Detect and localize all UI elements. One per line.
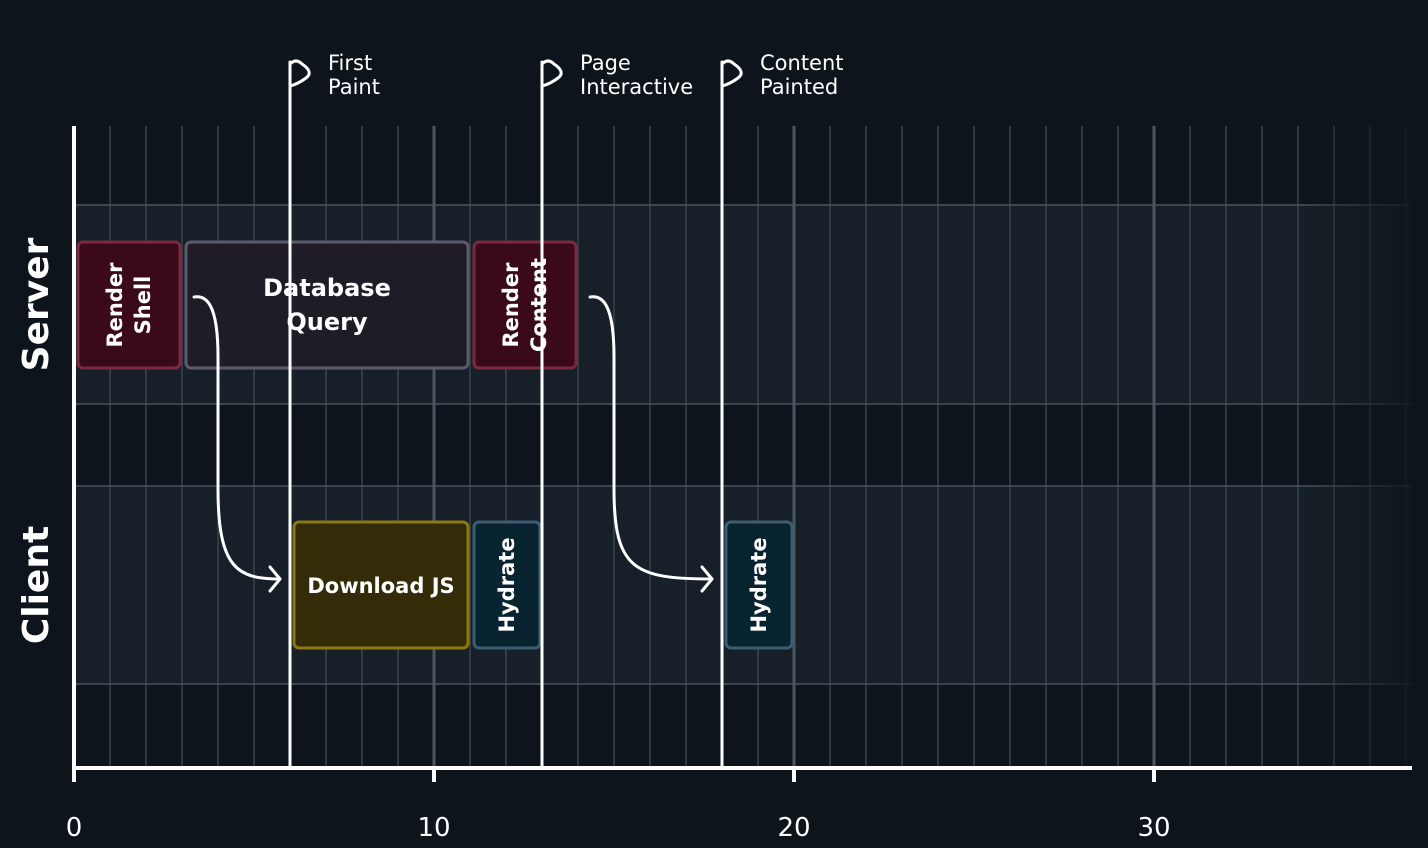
lane-label-client: Client bbox=[16, 526, 57, 644]
x-tick-label: 20 bbox=[777, 813, 810, 843]
arrow-path bbox=[192, 295, 282, 581]
right-fade bbox=[1300, 120, 1428, 770]
x-tick-label: 30 bbox=[1137, 813, 1170, 843]
x-tick-label: 10 bbox=[417, 813, 450, 843]
arrowhead-icon bbox=[700, 565, 714, 593]
task-label: Content bbox=[527, 258, 551, 352]
milestone-label: First bbox=[328, 51, 372, 75]
task-box bbox=[724, 520, 794, 650]
flag-icon bbox=[540, 59, 563, 88]
task-label: Database bbox=[263, 274, 391, 302]
milestone-label: Content bbox=[760, 51, 844, 75]
flag-icon bbox=[288, 59, 311, 88]
task-label: Query bbox=[286, 308, 368, 336]
task-hydrate-2: Hydrate bbox=[724, 520, 794, 650]
milestone-label: Painted bbox=[760, 75, 838, 99]
task-box bbox=[76, 240, 182, 370]
arrow-shell-to-download bbox=[192, 295, 282, 593]
task-label: Hydrate bbox=[747, 537, 771, 632]
arrow-content-to-hydrate bbox=[588, 295, 714, 593]
task-label: Hydrate bbox=[495, 537, 519, 632]
arrowhead-icon bbox=[268, 565, 282, 593]
task-hydrate-1: Hydrate bbox=[472, 520, 542, 650]
task-label: Shell bbox=[131, 276, 155, 335]
task-label: Render bbox=[103, 262, 127, 348]
flag-icon bbox=[720, 59, 743, 88]
milestone-label: Interactive bbox=[580, 75, 693, 99]
arrow-path bbox=[588, 295, 714, 581]
milestone-label: Page bbox=[580, 51, 631, 75]
milestone-label: Paint bbox=[328, 75, 380, 99]
task-label: Download JS bbox=[307, 574, 454, 598]
time-axis: 0 10 20 30 bbox=[66, 126, 1412, 843]
task-box bbox=[472, 520, 542, 650]
task-download-js: Download JS bbox=[292, 520, 470, 650]
dependency-arrows bbox=[192, 295, 714, 593]
lane-label-server: Server bbox=[16, 237, 57, 371]
task-label: Render bbox=[499, 262, 523, 348]
x-tick-label: 0 bbox=[66, 813, 83, 843]
task-box bbox=[292, 520, 470, 650]
task-box bbox=[472, 240, 578, 370]
task-box bbox=[184, 240, 470, 370]
